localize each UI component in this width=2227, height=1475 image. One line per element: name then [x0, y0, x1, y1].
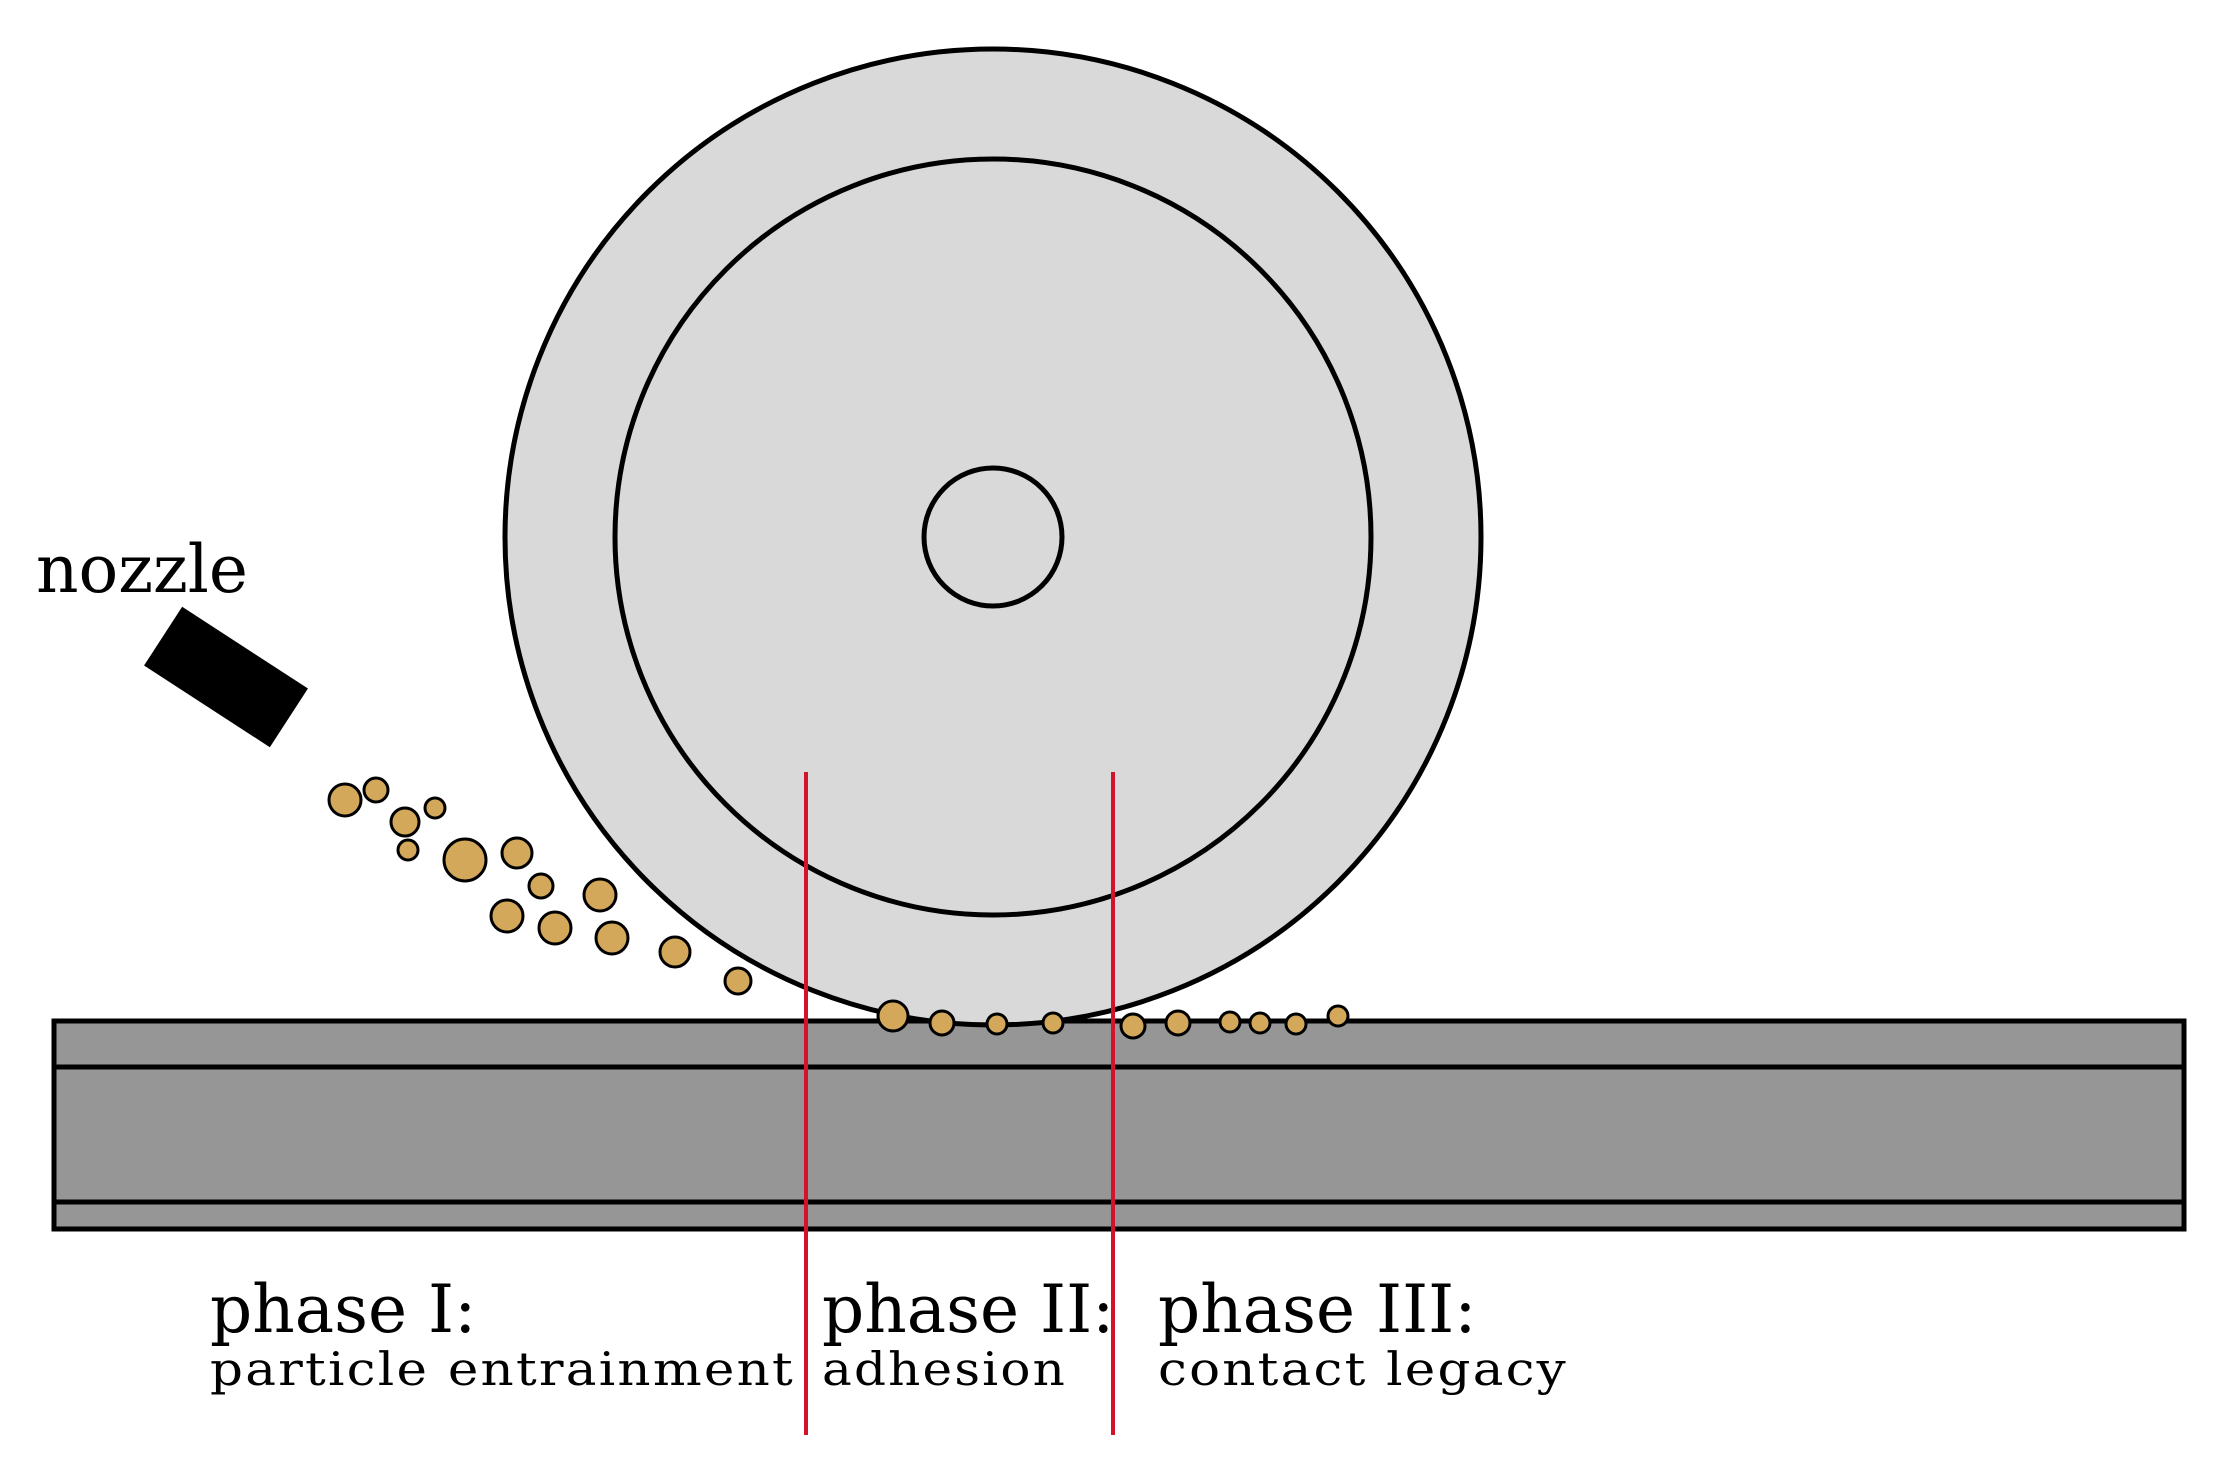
rail-body	[51, 1018, 2187, 1232]
particle	[1164, 1009, 1192, 1037]
phase3-subtitle: contact legacy	[1158, 1342, 1568, 1396]
particle	[876, 999, 910, 1033]
phase-labels: phase I: particle entrainment phase II: …	[210, 1271, 1568, 1396]
phase-boundaries	[804, 772, 1115, 1435]
particle	[500, 836, 534, 870]
nozzle: nozzle	[36, 531, 308, 748]
rail	[51, 1018, 2187, 1232]
particle	[389, 806, 421, 838]
particle	[537, 910, 573, 946]
wheel-inner-ring	[612, 156, 1374, 918]
wheel	[502, 46, 1484, 1028]
contact-particles	[876, 999, 1350, 1040]
particle	[594, 920, 630, 956]
particle	[582, 877, 618, 913]
particle	[658, 935, 692, 969]
particle-stream	[327, 776, 753, 996]
phase1-title: phase I:	[210, 1271, 476, 1348]
nozzle-block-icon	[144, 606, 308, 748]
wheel-hub	[921, 465, 1065, 609]
particle	[985, 1012, 1009, 1036]
particle	[1326, 1004, 1350, 1028]
phase3-title: phase III:	[1158, 1271, 1476, 1348]
phase2-subtitle: adhesion	[822, 1342, 1067, 1396]
particle	[723, 966, 753, 996]
particle	[1248, 1011, 1272, 1035]
particle	[1284, 1012, 1308, 1036]
particle	[396, 838, 420, 862]
phase2-title: phase II:	[822, 1271, 1114, 1348]
particle	[1218, 1010, 1242, 1034]
nozzle-label: nozzle	[36, 531, 248, 608]
particle	[489, 898, 525, 934]
particle	[362, 776, 390, 804]
particle	[327, 782, 363, 818]
wheel-outer-rim	[502, 46, 1484, 1028]
particle	[928, 1009, 956, 1037]
particle	[423, 796, 447, 820]
particle	[442, 837, 488, 883]
particle	[1041, 1011, 1065, 1035]
particle	[1119, 1012, 1147, 1040]
phase1-subtitle: particle entrainment	[210, 1342, 795, 1396]
particle	[527, 872, 555, 900]
